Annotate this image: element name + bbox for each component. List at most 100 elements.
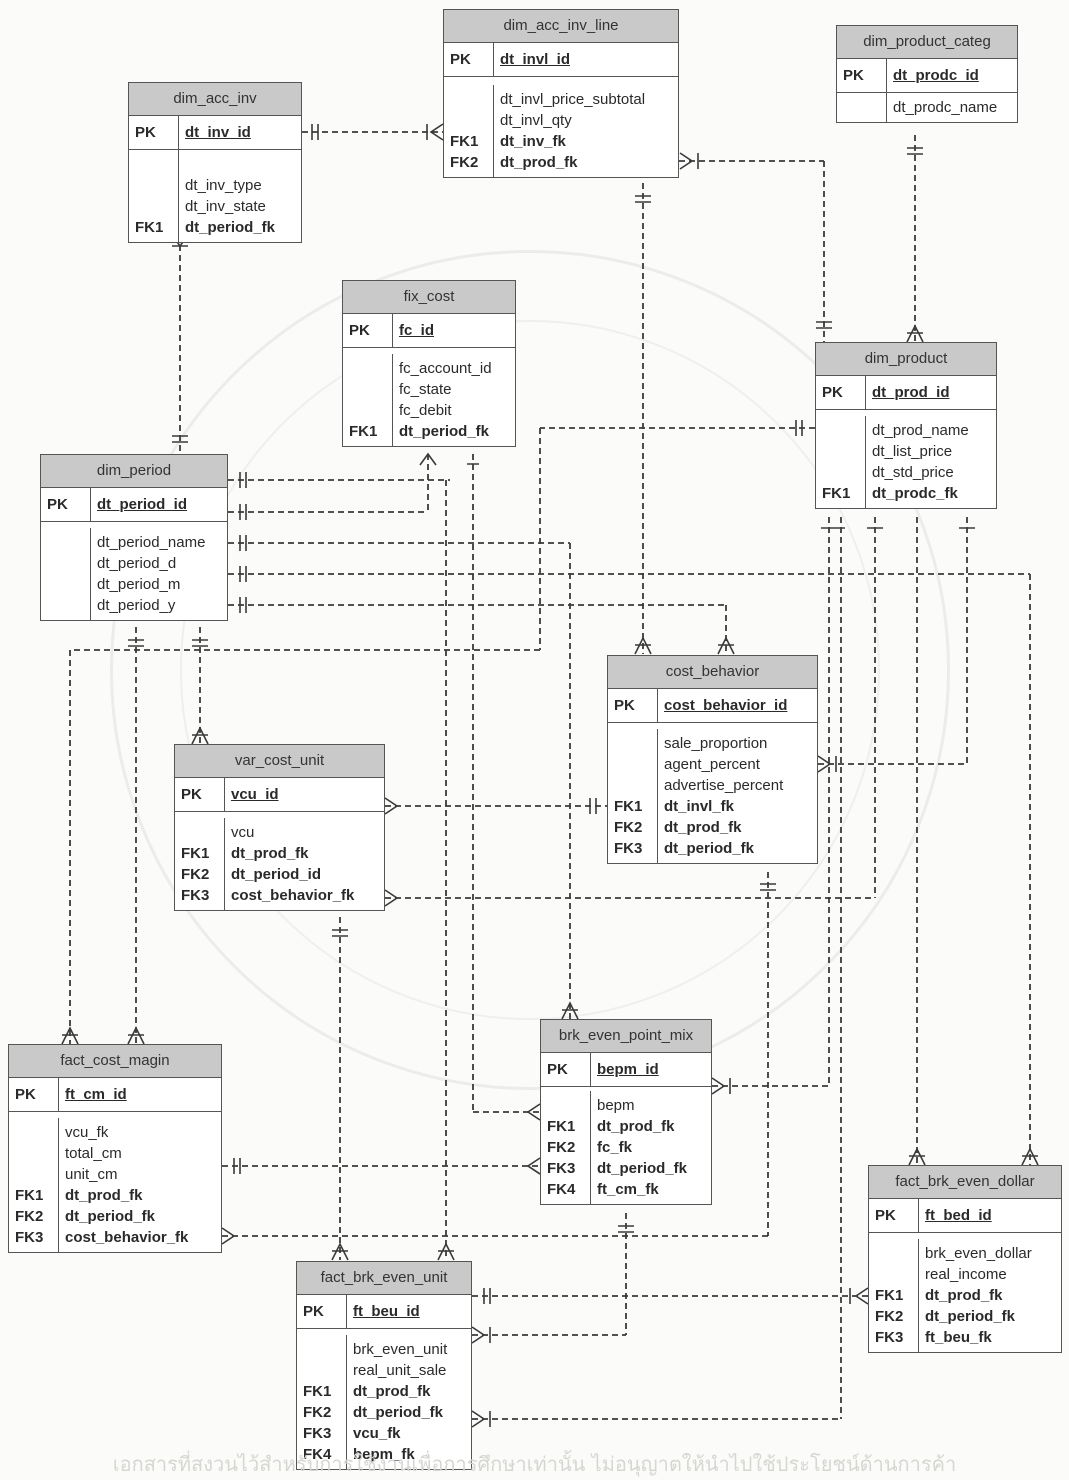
key-label xyxy=(47,532,90,553)
pk-label: PK xyxy=(343,314,393,347)
entity-dim-product-categ: dim_product_categ PK dt_prodc_id dt_prod… xyxy=(836,25,1018,123)
entity-title: fact_brk_even_unit xyxy=(297,1262,471,1295)
key-label xyxy=(181,822,224,843)
entity-brk-even-point-mix: brk_even_point_mix PK bepm_id FK1 FK2 FK… xyxy=(540,1019,712,1205)
entity-title: fact_cost_magin xyxy=(9,1045,221,1078)
key-label: FK1 xyxy=(547,1118,576,1135)
key-label xyxy=(822,420,865,441)
pk-field: vcu_id xyxy=(231,786,279,803)
key-label: FK3 xyxy=(303,1425,332,1442)
field-rows: FK1 FK2 dt_invl_price_subtotal dt_invl_q… xyxy=(444,77,678,177)
entity-dim-product: dim_product PK dt_prod_id FK1 dt_prod_na… xyxy=(815,342,997,509)
field-rows: FK1 FK2 FK3 sale_proportion agent_percen… xyxy=(608,723,817,863)
key-label: FK1 xyxy=(875,1287,904,1304)
field: dt_prod_fk xyxy=(597,1118,675,1135)
pk-label: PK xyxy=(816,376,866,409)
field: dt_invl_qty xyxy=(500,112,572,129)
field: dt_period_fk xyxy=(597,1160,688,1177)
pk-field: ft_beu_id xyxy=(353,1303,420,1320)
field: dt_prod_fk xyxy=(231,845,309,862)
key-label xyxy=(822,441,865,462)
key-label xyxy=(349,358,392,379)
key-label xyxy=(547,1095,590,1116)
field-rows: FK1 FK2 FK3 FK4 brk_even_unit real_unit_… xyxy=(297,1329,471,1469)
pk-row: PK ft_beu_id xyxy=(297,1295,471,1329)
field: brk_even_unit xyxy=(353,1341,448,1358)
pk-label: PK xyxy=(297,1295,347,1328)
key-label xyxy=(135,175,178,196)
field: dt_period_fk xyxy=(925,1308,1016,1325)
field-rows: dt_prodc_name xyxy=(837,93,1017,122)
field: unit_cm xyxy=(65,1166,118,1183)
pk-row: PK fc_id xyxy=(343,314,515,348)
field: dt_prod_fk xyxy=(65,1187,143,1204)
key-label xyxy=(47,553,90,574)
key-label: FK2 xyxy=(547,1139,576,1156)
pk-label: PK xyxy=(837,59,887,92)
field: dt_prod_fk xyxy=(353,1383,431,1400)
field: dt_prodc_fk xyxy=(872,485,958,502)
key-label: FK1 xyxy=(135,219,164,236)
field-rows: FK1 fc_account_id fc_state fc_debit dt_p… xyxy=(343,348,515,446)
entity-title: dim_product_categ xyxy=(837,26,1017,59)
key-label: FK3 xyxy=(875,1329,904,1346)
key-label: FK3 xyxy=(181,887,210,904)
field: vcu_fk xyxy=(65,1124,109,1141)
key-label: FK1 xyxy=(822,485,851,502)
key-label xyxy=(349,379,392,400)
field: fc_account_id xyxy=(399,360,492,377)
field: brk_even_dollar xyxy=(925,1245,1032,1262)
key-label: FK1 xyxy=(303,1383,332,1400)
field: vcu_fk xyxy=(353,1425,401,1442)
field: dt_period_name xyxy=(97,534,206,551)
key-label xyxy=(303,1339,346,1360)
field-rows: FK1 FK2 FK3 vcu_fk total_cm unit_cm dt_p… xyxy=(9,1112,221,1252)
pk-row: PK ft_cm_id xyxy=(9,1078,221,1112)
field: ft_cm_fk xyxy=(597,1181,659,1198)
field: dt_period_fk xyxy=(185,219,276,236)
entity-fact-brk-even-dollar: fact_brk_even_dollar PK ft_bed_id FK1 FK… xyxy=(868,1165,1062,1353)
key-label: FK2 xyxy=(450,154,479,171)
pk-field: cost_behavior_id xyxy=(664,697,788,714)
field-rows: FK1 dt_prod_name dt_list_price dt_std_pr… xyxy=(816,410,996,508)
field: dt_inv_state xyxy=(185,198,266,215)
key-label xyxy=(47,595,90,616)
field: dt_inv_fk xyxy=(500,133,566,150)
key-label: FK1 xyxy=(181,845,210,862)
key-label: FK2 xyxy=(181,866,210,883)
pk-row: PK dt_inv_id xyxy=(129,116,301,150)
field: fc_state xyxy=(399,381,452,398)
field: dt_period_fk xyxy=(664,840,755,857)
pk-label: PK xyxy=(444,43,494,76)
field: dt_period_m xyxy=(97,576,181,593)
entity-fact-cost-magin: fact_cost_magin PK ft_cm_id FK1 FK2 FK3 … xyxy=(8,1044,222,1253)
field xyxy=(185,154,295,175)
field: vcu xyxy=(231,824,255,841)
field: dt_period_fk xyxy=(399,423,490,440)
field: real_income xyxy=(925,1266,1007,1283)
pk-field: dt_prod_id xyxy=(872,384,950,401)
field: dt_invl_price_subtotal xyxy=(500,91,646,108)
field: dt_prod_name xyxy=(872,422,969,439)
key-label xyxy=(303,1360,346,1381)
pk-label: PK xyxy=(608,689,658,722)
pk-row: PK dt_invl_id xyxy=(444,43,678,77)
field: dt_period_d xyxy=(97,555,177,572)
field: dt_prod_fk xyxy=(664,819,742,836)
field: fc_fk xyxy=(597,1139,633,1156)
entity-title: brk_even_point_mix xyxy=(541,1020,711,1053)
pk-row: PK dt_prodc_id xyxy=(837,59,1017,93)
key-label xyxy=(450,110,493,131)
pk-field: bepm_id xyxy=(597,1061,659,1078)
pk-label: PK xyxy=(129,116,179,149)
key-label: FK3 xyxy=(547,1160,576,1177)
field: dt_period_fk xyxy=(65,1208,156,1225)
pk-field: dt_inv_id xyxy=(185,124,251,141)
pk-label: PK xyxy=(869,1199,919,1232)
field: dt_invl_fk xyxy=(664,798,735,815)
entity-fact-brk-even-unit: fact_brk_even_unit PK ft_beu_id FK1 FK2 … xyxy=(296,1261,472,1470)
field: cost_behavior_fk xyxy=(65,1229,189,1246)
key-label: FK1 xyxy=(349,423,378,440)
pk-field: ft_bed_id xyxy=(925,1207,992,1224)
